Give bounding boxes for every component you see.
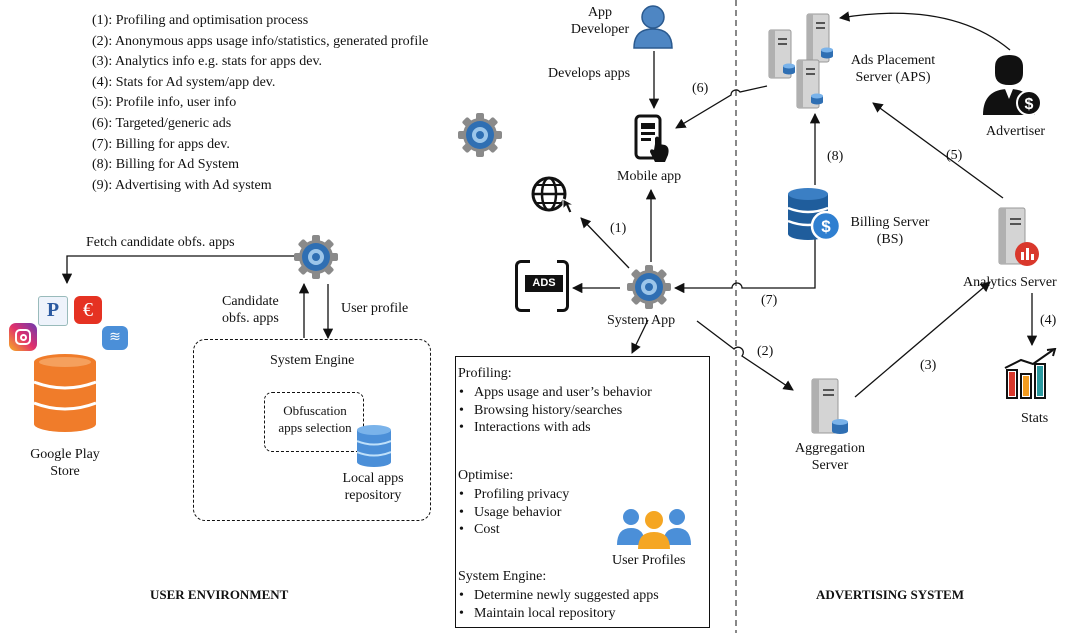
messaging-app-icon: ≋ xyxy=(102,326,128,350)
stats-chart-icon xyxy=(1004,348,1057,399)
system-engine-label: System Engine xyxy=(270,353,355,368)
pandora-icon: P xyxy=(38,296,68,326)
advertiser-label: Advertiser xyxy=(986,124,1046,139)
legend-item: (9): Advertising with Ad system xyxy=(92,177,272,193)
ads-badge: ADS xyxy=(525,275,563,292)
engine-title: System Engine: xyxy=(458,569,547,584)
system-app-label: System App xyxy=(607,313,676,328)
label-2: (2) xyxy=(757,344,774,359)
arrow-2-aggregation xyxy=(696,320,794,391)
label-1: (1) xyxy=(610,221,627,236)
develops-apps-label: Develops apps xyxy=(548,66,631,81)
instagram-icon xyxy=(9,323,37,351)
svg-text:$: $ xyxy=(1025,96,1034,113)
aggregation-server-label: Aggregation Server xyxy=(795,441,865,473)
aps-label: Ads Placement Server (APS) xyxy=(850,53,936,85)
arrow-advertiser-aps xyxy=(838,11,1011,51)
advertising-system-title: ADVERTISING SYSTEM xyxy=(816,587,964,602)
app-developer-label: App Developer xyxy=(570,5,630,37)
mobile-app-icon xyxy=(634,114,669,162)
optimise-list: Profiling privacy Usage behavior Cost xyxy=(458,486,569,539)
obfuscation-box xyxy=(264,392,364,452)
profiling-title: Profiling: xyxy=(458,366,512,381)
obfuscation-label: Obfuscation apps selection xyxy=(278,403,352,435)
label-5: (5) xyxy=(946,148,963,163)
label-8: (8) xyxy=(827,149,844,164)
label-7: (7) xyxy=(761,293,778,308)
list-item: Usage behavior xyxy=(458,504,569,522)
optimise-title: Optimise: xyxy=(458,468,514,483)
svg-text:$: $ xyxy=(821,217,831,236)
database-icon xyxy=(34,354,96,432)
arrow-to-profile-box xyxy=(631,319,649,354)
list-item: Maintain local repository xyxy=(458,605,659,623)
legend-item: (4): Stats for Ad system/app dev. xyxy=(92,74,276,90)
stats-label: Stats xyxy=(1021,411,1049,426)
label-4: (4) xyxy=(1040,313,1057,328)
legend-item: (1): Profiling and optimisation process xyxy=(92,13,309,28)
legend-item: (2): Anonymous apps usage info/statistic… xyxy=(92,33,429,49)
billing-server-icon: $ xyxy=(787,188,842,242)
user-profiles-icon xyxy=(617,509,691,549)
analytics-server-icon xyxy=(998,207,1039,266)
arrow-5-aps xyxy=(872,102,1004,199)
user-profile-label: User profile xyxy=(341,301,409,316)
gear-icon xyxy=(294,235,338,279)
euro-app-icon: € xyxy=(74,296,102,324)
arrow-7-billing xyxy=(673,238,816,294)
system-engine-box xyxy=(193,339,431,521)
aggregation-server-icon xyxy=(811,378,848,434)
profiling-list: Apps usage and user’s behavior Browsing … xyxy=(458,384,652,437)
list-item: Browsing history/searches xyxy=(458,402,652,420)
legend-item: (6): Targeted/generic ads xyxy=(92,115,232,131)
local-database-icon xyxy=(357,425,391,467)
legend-item: (7): Billing for apps dev. xyxy=(92,136,230,152)
ads-placement-server-icon xyxy=(768,13,833,109)
advertiser-icon: $ xyxy=(983,55,1042,116)
system-app-gear-icon xyxy=(627,265,671,309)
web-browsing-icon xyxy=(531,176,575,214)
legend-item: (8): Billing for Ad System xyxy=(92,157,239,173)
developer-person-icon xyxy=(633,5,673,49)
list-item: Apps usage and user’s behavior xyxy=(458,384,652,402)
legend-item: (5): Profile info, user info xyxy=(92,95,237,111)
candidate-apps-label: Candidate obfs. apps xyxy=(222,294,279,326)
arrow-1-web xyxy=(580,217,630,269)
list-item: Determine newly suggested apps xyxy=(458,587,659,605)
local-repo-label: Local apps repository xyxy=(342,471,404,503)
list-item: Cost xyxy=(458,521,569,539)
fetch-label: Fetch candidate obfs. apps xyxy=(86,235,235,250)
ads-icon: ADS xyxy=(515,260,569,312)
google-play-label: Google Play Store xyxy=(30,447,100,479)
analytics-server-label: Analytics Server xyxy=(963,275,1057,290)
label-6: (6) xyxy=(692,81,709,96)
user-environment-title: USER ENVIRONMENT xyxy=(150,587,289,602)
profiling-box xyxy=(455,356,710,628)
list-item: Profiling privacy xyxy=(458,486,569,504)
arrow-fetch-candidates xyxy=(61,255,300,285)
mobile-app-label: Mobile app xyxy=(617,169,682,184)
legend-item: (3): Analytics info e.g. stats for apps … xyxy=(92,54,323,70)
arrow-3-analytics xyxy=(854,281,991,398)
list-item: Interactions with ads xyxy=(458,419,652,437)
settings-gear-icon xyxy=(458,113,502,157)
arrow-6-ads xyxy=(675,85,768,129)
engine-list: Determine newly suggested apps Maintain … xyxy=(458,587,659,622)
label-3: (3) xyxy=(920,358,937,373)
legend: (1): Profiling and optimisation process … xyxy=(92,11,428,196)
billing-server-label: Billing Server (BS) xyxy=(850,215,930,247)
user-profiles-label: User Profiles xyxy=(612,553,686,568)
